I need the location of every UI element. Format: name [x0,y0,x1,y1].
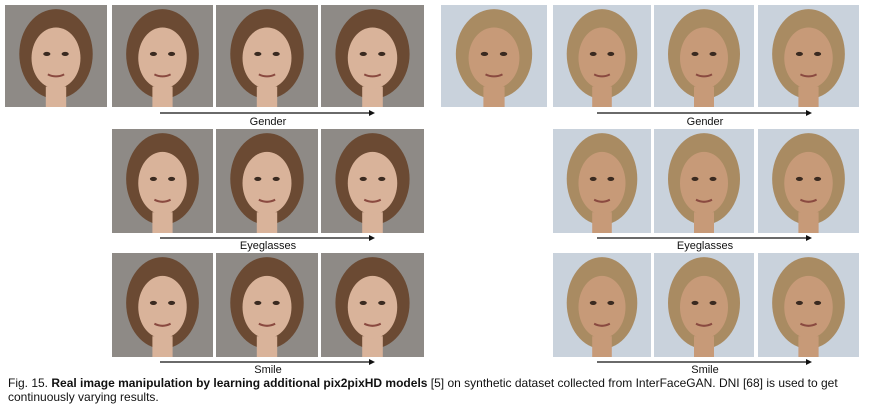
face-photo-image [216,253,318,357]
left-eyeglasses-frame-3 [321,129,424,233]
arrow-icon [597,359,812,365]
right-eyeglasses-frame-3 [758,129,859,233]
right-eyeglasses-label: Eyeglasses [676,240,734,252]
left-smile-arrow [160,359,375,365]
face-photo-image [553,5,651,107]
arrow-icon [160,359,375,365]
arrow-icon [597,235,812,241]
left-smile-label: Smile [254,364,282,376]
left-eyeglasses-frame-1 [112,129,213,233]
face-photo-image [654,5,754,107]
right-smile-frame-3 [758,253,859,357]
face-photo-image [441,5,547,107]
face-photo-image [553,129,651,233]
right-gender-label: Gender [686,116,724,128]
right-smile-arrow [597,359,812,365]
left-smile-frame-2 [216,253,318,357]
left-gender-frame-2 [216,5,318,107]
arrow-icon [160,110,375,116]
right-smile-frame-1 [553,253,651,357]
right-gender-arrow [597,110,812,116]
face-photo-image [112,253,213,357]
arrow-icon [160,235,375,241]
face-photo-image [321,129,424,233]
caption-prefix: Fig. 15. [8,376,49,390]
caption-ref-2: [68] [742,376,763,390]
face-photo-image [216,129,318,233]
right-gender-frame-1 [553,5,651,107]
caption-middle: on synthetic dataset collected from Inte… [447,376,740,390]
left-eyeglasses-frame-2 [216,129,318,233]
left-gender-arrow [160,110,375,116]
left-gender-label: Gender [249,116,287,128]
right-eyeglasses-arrow [597,235,812,241]
face-photo-image [112,5,213,107]
figure-caption: Fig. 15. Real image manipulation by lear… [8,376,874,404]
right-smile-frame-2 [654,253,754,357]
face-photo-image [5,5,107,107]
left-smile-frame-3 [321,253,424,357]
arrow-icon [597,110,812,116]
caption-suffix: is used to get continuously varying resu… [8,376,838,404]
right-gender-frame-2 [654,5,754,107]
caption-ref-1: [5] [430,376,445,390]
right-eyeglasses-frame-1 [553,129,651,233]
left-gender-frame-1 [112,5,213,107]
face-photo-image [758,5,859,107]
face-photo-image [758,129,859,233]
face-photo-image [112,129,213,233]
face-photo-image [321,253,424,357]
left-input-photo [5,5,107,107]
right-input-photo [441,5,547,107]
face-photo-image [553,253,651,357]
face-photo-image [654,129,754,233]
caption-bold-title: Real image manipulation by learning addi… [51,376,428,390]
left-smile-frame-1 [112,253,213,357]
left-eyeglasses-label: Eyeglasses [239,240,297,252]
right-eyeglasses-frame-2 [654,129,754,233]
right-gender-frame-3 [758,5,859,107]
right-smile-label: Smile [691,364,719,376]
face-photo-image [216,5,318,107]
face-photo-image [321,5,424,107]
left-eyeglasses-arrow [160,235,375,241]
left-gender-frame-3 [321,5,424,107]
face-photo-image [758,253,859,357]
face-photo-image [654,253,754,357]
